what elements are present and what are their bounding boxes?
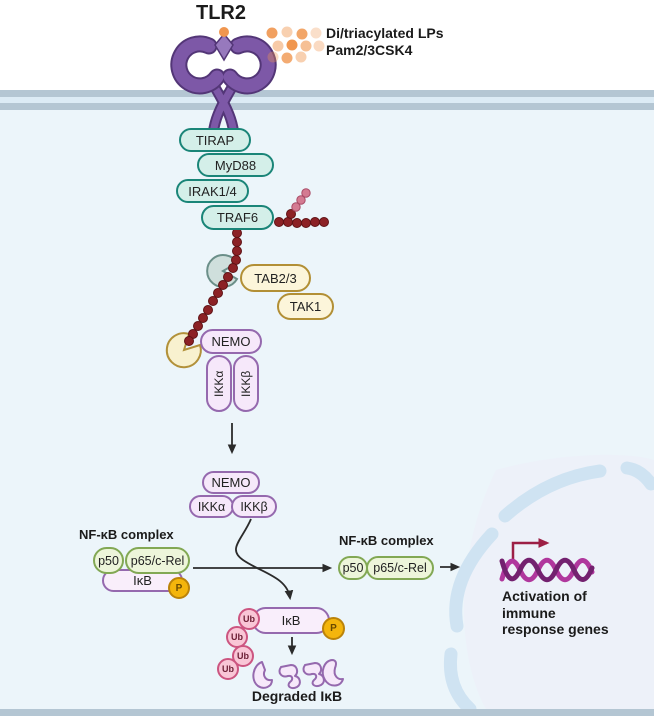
ligand-label-line2: Pam2/3CSK4 [326, 41, 413, 58]
nucleus-envelope [443, 454, 654, 716]
signal-arrows [193, 423, 461, 656]
ubiquitin-chain-branch [291, 188, 311, 212]
gene-activation-line1: Activation of [502, 588, 587, 604]
p50-pill-left: p50 [93, 547, 124, 574]
ligand-dots-icon [266, 26, 325, 64]
ikka-pill-cytosol: IKKα [189, 495, 234, 518]
ikb-pill-degradation: IκB [252, 607, 330, 634]
tak1-pill: TAK1 [277, 293, 334, 320]
ubiquitin-chain-vertical [184, 228, 242, 346]
gene-activation-line2: immune [502, 604, 556, 621]
nemo-pill-membrane: NEMO [200, 329, 262, 354]
traf6-pill: TRAF6 [201, 205, 274, 230]
ikka-pill-membrane: IKKα [206, 355, 232, 412]
curved-arrow-icon [235, 518, 294, 601]
myd88-pill: MyD88 [197, 153, 274, 177]
bottom-membrane [0, 709, 654, 716]
gene-activation-label: Activation of immune response genes [502, 588, 609, 638]
irak-pill: IRAK1/4 [176, 179, 249, 203]
p50-pill-right: p50 [338, 556, 368, 580]
receptor-title: TLR2 [196, 2, 246, 24]
ubiquitin-badge-4: Ub [217, 658, 239, 680]
transcription-arrow-icon [511, 538, 550, 559]
phospho-badge-degradation: P [322, 617, 345, 640]
ikb-pill-left: IκB [102, 569, 183, 592]
nfkb-right-label: NF-κB complex [339, 533, 434, 548]
gene-activation-line3: response genes [502, 621, 609, 637]
ikkb-pill-membrane: IKKβ [233, 355, 259, 412]
ikkb-pill-cytosol: IKKβ [231, 495, 277, 518]
p65-pill-left: p65/c-Rel [125, 547, 190, 574]
ubiquitin-badge-1: Ub [238, 608, 260, 630]
nfkb-left-label: NF-κB complex [79, 527, 174, 542]
plasma-membrane [0, 90, 654, 110]
degraded-ikb-fragments-icon [252, 659, 344, 690]
degraded-ikb-label: Degraded IκB [251, 688, 343, 704]
ubiquitin-chain-horizontal [274, 209, 329, 228]
phospho-badge-left: P [168, 577, 190, 599]
nemo-pill-cytosol: NEMO [202, 471, 260, 494]
p65-pill-right: p65/c-Rel [366, 556, 434, 580]
tab23-pill: TAB2/3 [240, 264, 311, 292]
ubiquitin-badge-3: Ub [232, 645, 254, 667]
yellow-pacman-icon [165, 332, 202, 369]
dna-helix-icon [499, 557, 595, 583]
ligand-label: Di/triacylated LPs Pam2/3CSK4 [326, 25, 444, 58]
tlr2-receptor-icon [170, 27, 277, 134]
tirap-pill: TIRAP [179, 128, 251, 152]
ligand-label-line1: Di/triacylated LPs [326, 25, 444, 41]
